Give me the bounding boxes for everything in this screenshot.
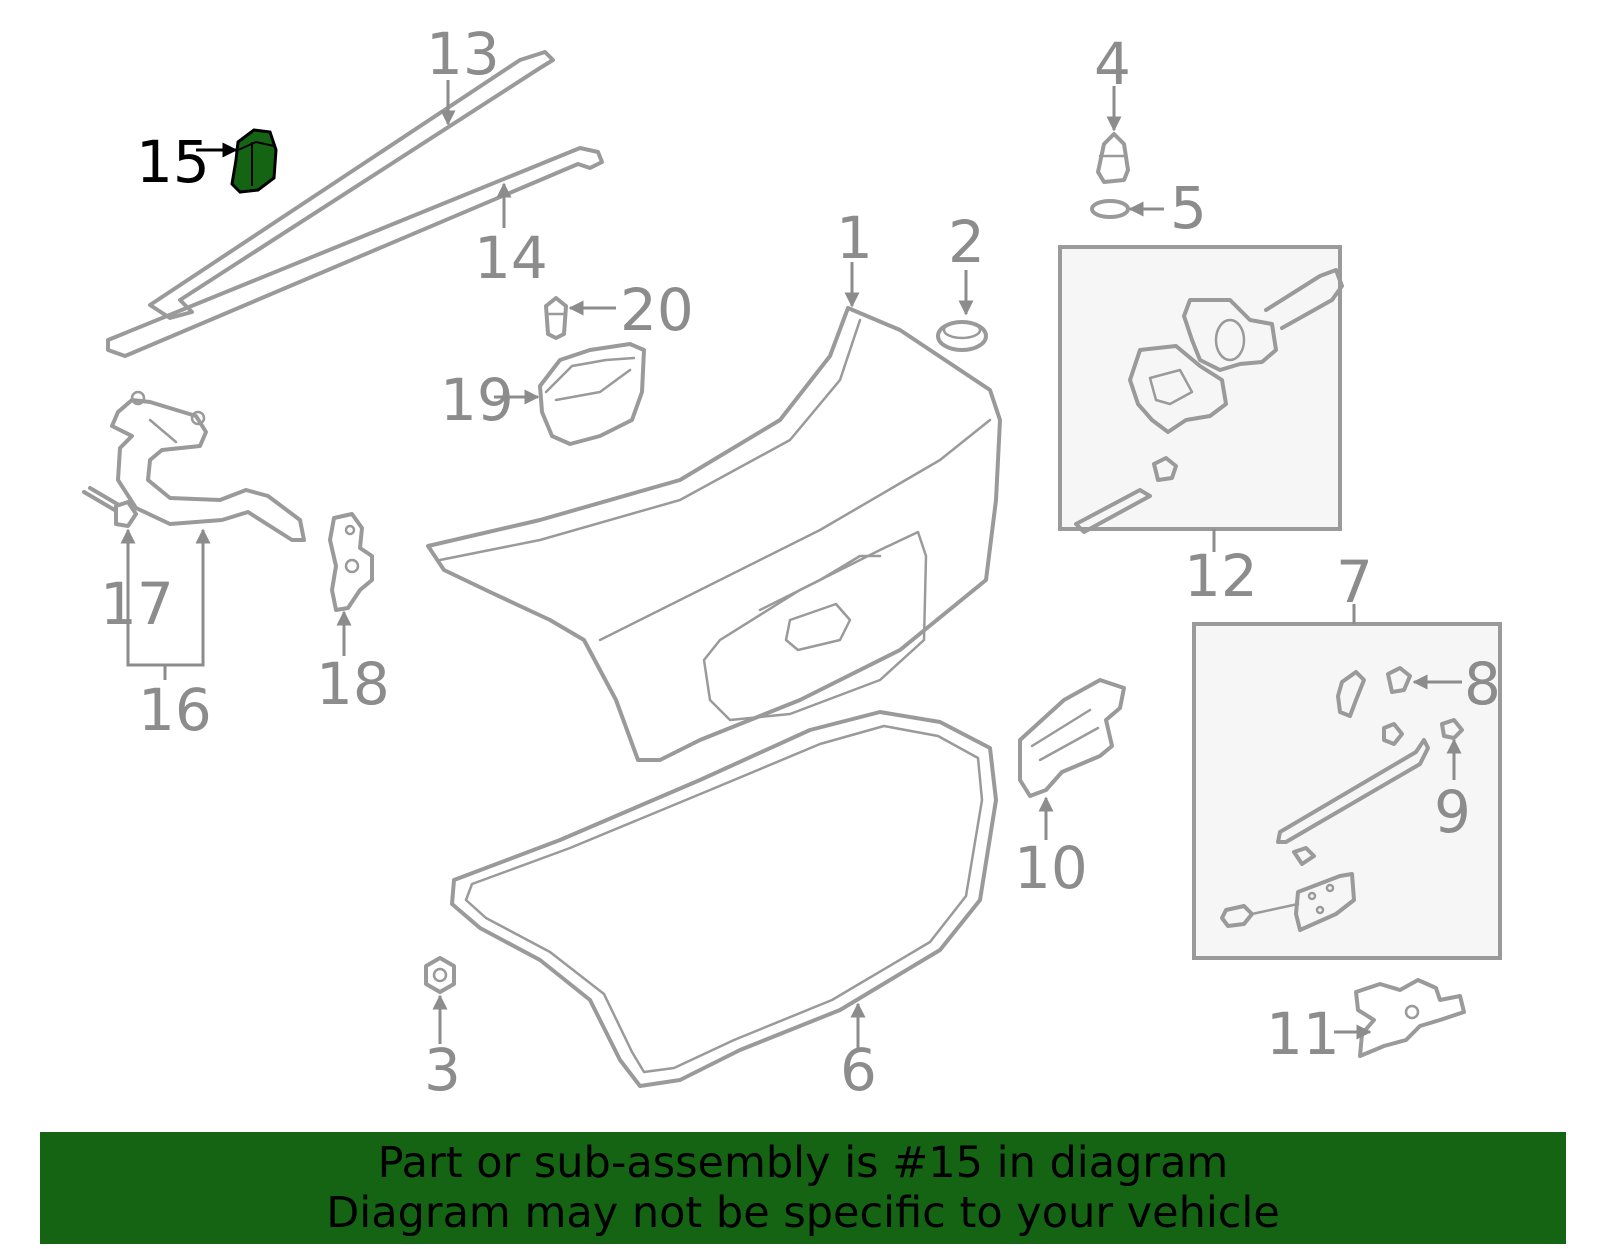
part-4-bumper (1096, 132, 1130, 184)
callout-20: 20 (620, 276, 694, 344)
callout-5: 5 (1170, 174, 1207, 242)
callout-19: 19 (440, 366, 514, 434)
part-20-pin (544, 296, 568, 340)
callout-8: 8 (1464, 650, 1501, 718)
part-6-weatherstrip (450, 710, 998, 1088)
callout-18: 18 (316, 650, 390, 718)
callout-9: 9 (1434, 778, 1471, 846)
banner-line-1: Part or sub-assembly is #15 in diagram (377, 1138, 1229, 1188)
part-11-latch (1354, 978, 1466, 1058)
callout-16: 16 (138, 676, 212, 744)
part-15-bushing-highlighted (230, 128, 278, 194)
part-16-hinge (110, 390, 306, 542)
part-3-nut (424, 956, 456, 994)
callout-14: 14 (474, 224, 548, 292)
part-18-bracket (328, 512, 374, 612)
callout-13: 13 (426, 20, 500, 88)
part-17-bolt (82, 486, 138, 528)
leader-lines (120, 80, 1462, 1048)
callout-17: 17 (100, 570, 174, 638)
info-banner: Part or sub-assembly is #15 in diagram D… (40, 1132, 1566, 1244)
callout-15: 15 (136, 128, 210, 196)
callout-12: 12 (1184, 542, 1258, 610)
callout-11: 11 (1266, 1000, 1340, 1068)
part-19-lamp (538, 342, 646, 446)
callout-2: 2 (948, 208, 985, 276)
callout-10: 10 (1014, 834, 1088, 902)
part-10-latch-cover (1018, 678, 1126, 798)
callout-6: 6 (840, 1036, 877, 1104)
part-12-lock-cylinder-box (1058, 245, 1344, 534)
part-2-grommet (936, 320, 988, 352)
part-7-latch-assembly-box (1192, 622, 1502, 960)
part-5-ring (1090, 199, 1130, 219)
part-13-torsion-rod (148, 50, 555, 320)
callout-labels: 13 14 15 1 2 4 5 20 19 17 16 18 12 7 8 9… (100, 20, 1501, 1104)
callout-1: 1 (836, 204, 873, 272)
banner-line-2: Diagram may not be specific to your vehi… (326, 1188, 1280, 1238)
callout-3: 3 (424, 1036, 461, 1104)
part-14-torsion-rod (106, 146, 604, 358)
callout-7: 7 (1336, 548, 1373, 616)
part-1-trunk-lid (426, 306, 1002, 762)
callout-4: 4 (1094, 30, 1131, 98)
